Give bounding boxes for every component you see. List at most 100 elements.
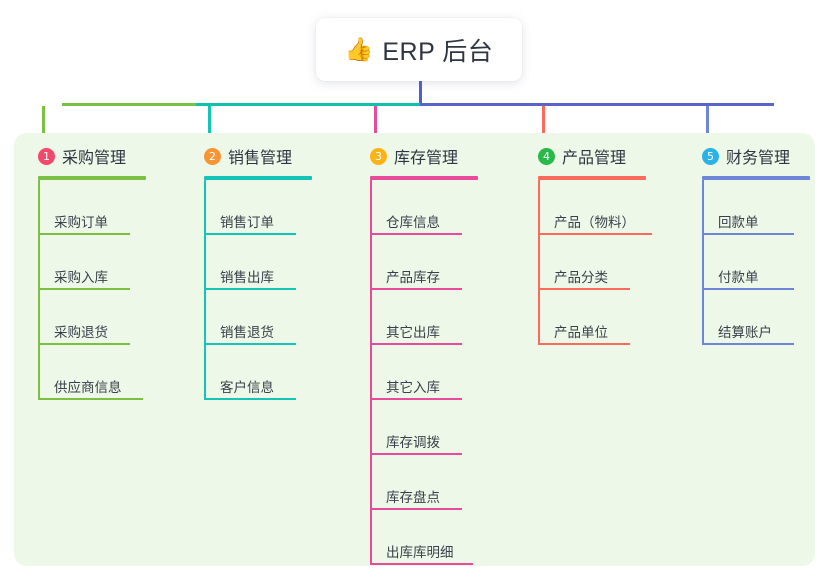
root-node-card[interactable]: 👍 ERP 后台 [316,18,522,81]
branch-items-2: 销售订单销售出库销售退货客户信息 [204,180,312,400]
branch-item-label: 产品库存 [386,269,440,285]
branch-item-rule [370,398,462,400]
branch-item-label: 其它出库 [386,324,440,340]
branch-item[interactable]: 仓库信息 [370,180,478,235]
branch-item-label: 库存盘点 [386,489,440,505]
branch-item-label: 其它入库 [386,379,440,395]
branch-item[interactable]: 产品（物料） [538,180,652,235]
branch-item-rule [204,398,296,400]
branch-item-label: 产品单位 [554,324,608,340]
branch-item[interactable]: 产品单位 [538,290,646,345]
branch-item-label: 销售订单 [220,214,274,230]
branch-item[interactable]: 采购入库 [38,235,146,290]
branch-items-5: 回款单付款单结算账户 [702,180,810,345]
root-node-title: ERP 后台 [382,37,494,66]
branch-item-label: 客户信息 [220,379,274,395]
branch-column-4: 4 产品管理产品（物料） 产品分类产品单位 [538,144,652,345]
branch-item-rule [538,233,652,235]
branch-item-label: 销售退货 [220,324,274,340]
branch-header-rule [538,176,646,180]
branch-title: 采购管理 [62,150,127,167]
branch-item-rule [370,508,462,510]
branch-spine [702,180,704,345]
branch-item-rule [204,233,296,235]
branch-spine [204,180,206,400]
branch-header-rule [702,176,810,180]
branch-item[interactable]: 出库库明细 [370,510,478,565]
branch-item[interactable]: 销售订单 [204,180,312,235]
branch-header-rule [204,176,312,180]
branch-item[interactable]: 库存盘点 [370,455,478,510]
branch-title: 产品管理 [562,150,627,167]
branch-item[interactable]: 客户信息 [204,345,312,400]
branch-item-rule [370,233,462,235]
bus-blue [420,103,774,106]
branches-panel [14,133,815,566]
branch-index-badge: 4 [538,147,555,165]
branch-item[interactable]: 回款单 [702,180,810,235]
drop-connector-4 [542,106,545,148]
branch-item[interactable]: 产品库存 [370,235,478,290]
branch-item[interactable]: 付款单 [702,235,810,290]
branch-item-label: 仓库信息 [386,214,440,230]
branch-item[interactable]: 销售出库 [204,235,312,290]
branch-item-label: 回款单 [718,214,759,230]
branch-item[interactable]: 库存调拨 [370,400,478,455]
branch-item-rule [204,343,296,345]
branch-item[interactable]: 其它出库 [370,290,478,345]
branch-title: 财务管理 [726,150,791,167]
branch-item-rule [538,343,630,345]
branch-item-label: 结算账户 [718,324,772,340]
bus-teal [196,103,420,106]
branch-item-label: 采购入库 [54,269,108,285]
branch-item-rule [538,288,630,290]
branch-item-rule [204,288,296,290]
branch-item-label: 采购退货 [54,324,108,340]
branch-items-1: 采购订单采购入库采购退货供应商信息 [38,180,146,400]
branch-item-rule [38,398,143,400]
bus-green [62,103,196,106]
root-stem-connector [419,81,422,105]
branch-item[interactable]: 其它入库 [370,345,478,400]
branch-item-rule [370,453,462,455]
thumbs-up-emoji: 👍 [344,36,374,62]
branch-item[interactable]: 销售退货 [204,290,312,345]
branch-header-rule [38,176,146,180]
branch-item-rule [370,288,462,290]
branch-item-rule [370,563,473,565]
branch-item[interactable]: 采购订单 [38,180,146,235]
branch-item-label: 产品（物料） [554,214,635,230]
branch-item[interactable]: 采购退货 [38,290,146,345]
branch-item-rule [702,343,794,345]
branch-items-3: 仓库信息产品库存其它出库其它入库库存调拨库存盘点出库库明细 [370,180,478,565]
root-node-content: 👍 ERP 后台 [345,32,494,68]
branch-item-label: 供应商信息 [54,379,122,395]
branch-item-label: 销售出库 [220,269,274,285]
branch-spine [370,180,372,565]
branch-header-rule [370,176,478,180]
branch-item-label: 出库库明细 [386,544,454,560]
drop-connector-1 [42,106,45,148]
branch-header-2[interactable]: 2 销售管理 [204,144,312,168]
branch-item-label: 库存调拨 [386,434,440,450]
branch-column-2: 2 销售管理销售订单销售出库销售退货客户信息 [204,144,312,400]
drop-connector-3 [374,106,377,148]
branch-item[interactable]: 结算账户 [702,290,810,345]
branch-item[interactable]: 供应商信息 [38,345,146,400]
branch-item-label: 产品分类 [554,269,608,285]
branch-item-rule [38,233,130,235]
branch-item-rule [702,288,794,290]
branch-header-4[interactable]: 4 产品管理 [538,144,646,168]
branch-title: 销售管理 [228,150,293,167]
drop-connector-2 [208,106,211,148]
branch-item[interactable]: 产品分类 [538,235,646,290]
branch-title: 库存管理 [394,150,459,167]
branch-index-badge: 2 [204,147,221,165]
branch-item-label: 付款单 [718,269,759,285]
